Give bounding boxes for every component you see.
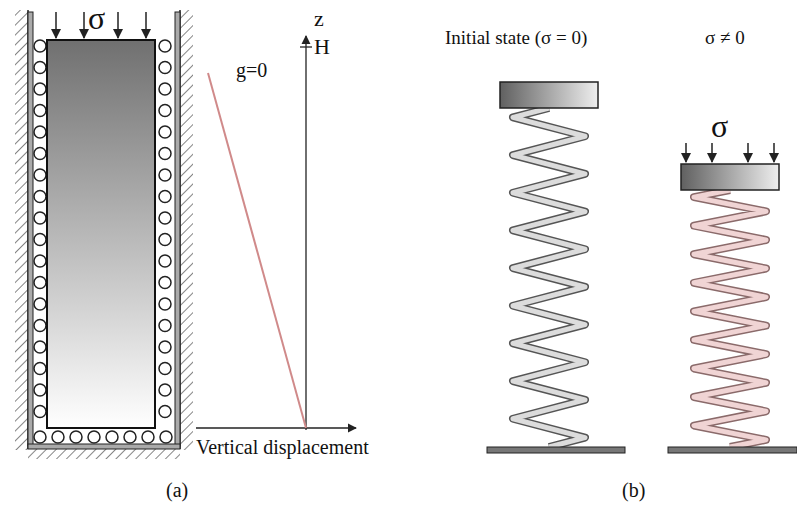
z-axis — [305, 36, 306, 430]
rollers — [34, 40, 172, 443]
roller — [34, 406, 46, 418]
ground-hatching — [28, 449, 180, 459]
axis-label: Vertical displacement — [196, 437, 369, 457]
stress-symbol: σ — [711, 110, 728, 142]
roller — [34, 384, 46, 396]
soil-block — [47, 40, 155, 428]
roller — [159, 105, 171, 117]
spring-coil — [694, 190, 766, 447]
roller — [34, 363, 46, 375]
h-tick — [300, 46, 312, 47]
roller — [159, 83, 171, 95]
top-plate — [681, 164, 779, 190]
wall-plate — [175, 12, 180, 446]
displacement-line — [208, 73, 306, 428]
part-label: (a) — [166, 480, 188, 500]
roller — [34, 148, 46, 160]
roller — [159, 40, 171, 52]
state-label: σ ≠ 0 — [705, 28, 745, 47]
roller — [34, 212, 46, 224]
roller — [34, 105, 46, 117]
roller — [159, 298, 171, 310]
roller — [34, 320, 46, 332]
roller — [160, 431, 172, 443]
roller — [159, 363, 171, 375]
roller — [142, 431, 154, 443]
part-label: (b) — [622, 480, 645, 500]
roller — [159, 255, 171, 267]
roller — [159, 212, 171, 224]
spring-coil — [513, 108, 585, 447]
roller — [159, 169, 171, 181]
axis-label: H — [314, 36, 330, 58]
roller — [159, 62, 171, 74]
roller — [106, 431, 118, 443]
spring-coil — [513, 108, 585, 447]
roller — [34, 234, 46, 246]
roller — [70, 431, 82, 443]
roller — [159, 148, 171, 160]
state-label: Initial state (σ = 0) — [445, 28, 587, 47]
spring-coil — [694, 190, 766, 447]
roller — [159, 277, 171, 289]
gravity-note: g=0 — [236, 60, 267, 80]
ground-plate — [28, 444, 180, 449]
top-plate — [500, 82, 598, 108]
roller — [34, 40, 46, 52]
base-plate — [487, 447, 625, 453]
roller — [159, 320, 171, 332]
roller — [159, 341, 171, 353]
roller — [34, 169, 46, 181]
roller — [34, 277, 46, 289]
roller — [159, 126, 171, 138]
roller — [34, 83, 46, 95]
roller — [52, 431, 64, 443]
roller — [124, 431, 136, 443]
wall-hatching — [15, 10, 28, 450]
roller — [34, 341, 46, 353]
roller — [34, 298, 46, 310]
roller — [34, 431, 46, 443]
roller — [159, 191, 171, 203]
roller — [159, 234, 171, 246]
stress-symbol: σ — [88, 2, 105, 34]
roller — [159, 406, 171, 418]
displacement-axis — [196, 427, 356, 428]
wall-hatching — [180, 10, 193, 450]
base-plate — [668, 447, 797, 453]
load-arrows — [686, 143, 774, 162]
roller — [34, 62, 46, 74]
wall-plate — [28, 12, 33, 446]
springs — [513, 108, 766, 447]
roller — [88, 431, 100, 443]
axis-label: z — [314, 8, 324, 30]
roller — [34, 191, 46, 203]
roller — [34, 126, 46, 138]
roller — [34, 255, 46, 267]
roller — [159, 384, 171, 396]
